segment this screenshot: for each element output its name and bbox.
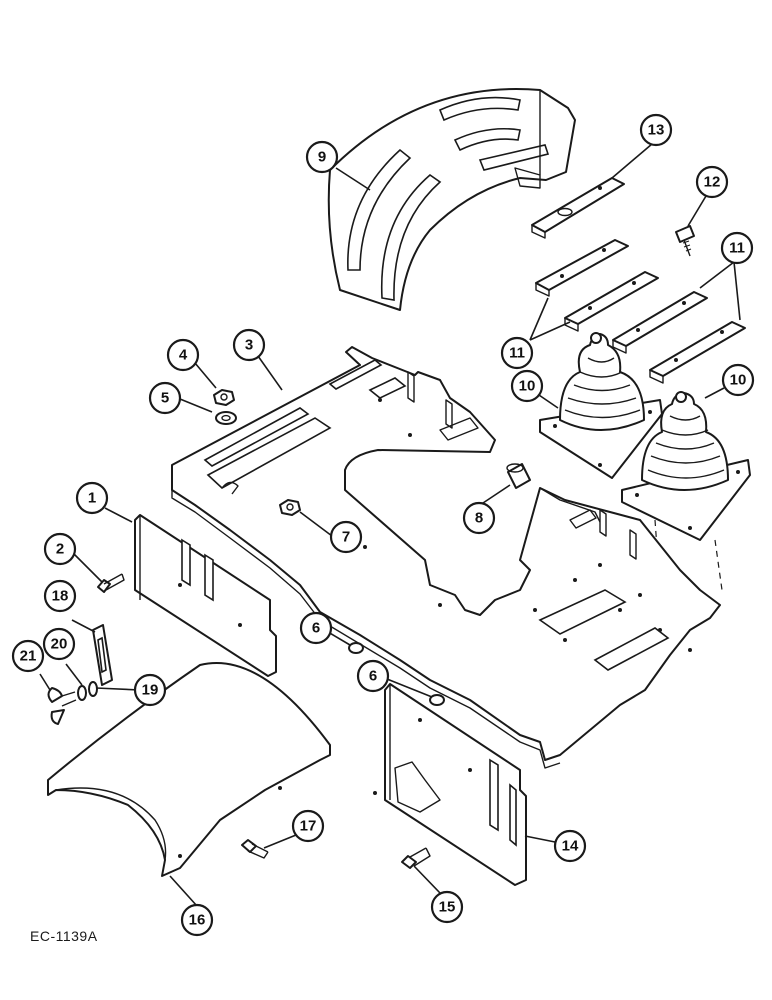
wing-screw-21-part [47, 687, 77, 725]
svg-text:10: 10 [730, 372, 747, 389]
svg-text:1: 1 [88, 490, 96, 507]
nut-4-part [213, 389, 235, 406]
plug-6a-part [348, 642, 364, 654]
svg-text:19: 19 [142, 682, 159, 699]
svg-text:18: 18 [52, 588, 69, 605]
svg-text:7: 7 [342, 529, 350, 546]
callout-17: 17 [291, 809, 325, 843]
gear-boot-left-part [539, 332, 663, 479]
bolt-17-part [241, 839, 269, 859]
plug-6b-part [429, 694, 445, 706]
bracket-18-part [92, 624, 113, 686]
svg-text:2: 2 [56, 541, 64, 558]
callout-9: 9 [305, 140, 339, 174]
svg-text:11: 11 [509, 345, 525, 362]
callout-11b: 11 [720, 231, 754, 265]
callout-18: 18 [43, 579, 77, 613]
svg-text:11: 11 [729, 240, 745, 257]
svg-text:10: 10 [519, 378, 536, 395]
svg-text:16: 16 [189, 912, 206, 929]
callout-2: 2 [43, 532, 77, 566]
callout-6a: 6 [299, 611, 333, 645]
callout-13: 13 [639, 113, 673, 147]
svg-text:20: 20 [51, 636, 68, 653]
svg-text:9: 9 [318, 149, 326, 166]
callout-10a: 10 [510, 369, 544, 403]
screw-12-part [675, 225, 695, 257]
bolt-2-part [97, 573, 125, 593]
svg-text:15: 15 [439, 899, 456, 916]
svg-text:17: 17 [300, 818, 317, 835]
right-side-panel-part [373, 683, 527, 886]
svg-text:12: 12 [704, 174, 721, 191]
callout-14: 14 [553, 829, 587, 863]
floor-plate-part [171, 346, 721, 769]
svg-text:8: 8 [475, 510, 483, 527]
callout-1: 1 [75, 481, 109, 515]
callout-8: 8 [462, 501, 496, 535]
washer-20-part [77, 685, 87, 701]
callout-6b: 6 [356, 659, 390, 693]
drawing-reference-code: EC-1139A [30, 928, 98, 944]
callout-7: 7 [329, 520, 363, 554]
callout-11a: 11 [500, 336, 534, 370]
plate-13-part [531, 177, 625, 239]
svg-text:21: 21 [20, 648, 37, 665]
callout-19: 19 [133, 673, 167, 707]
gear-boot-right-part [621, 391, 751, 591]
callout-5: 5 [148, 381, 182, 415]
svg-text:14: 14 [562, 838, 579, 855]
callout-21: 21 [11, 639, 45, 673]
callout-16: 16 [180, 903, 214, 937]
plate-11-group [535, 239, 746, 384]
console-cover-part [327, 88, 576, 311]
callout-12: 12 [695, 165, 729, 199]
svg-text:6: 6 [312, 620, 320, 637]
callout-15: 15 [430, 890, 464, 924]
callout-4: 4 [166, 338, 200, 372]
callout-3: 3 [232, 328, 266, 362]
bolt-15-part [401, 847, 431, 869]
callout-20: 20 [42, 627, 76, 661]
left-side-panel-part [134, 514, 277, 677]
svg-text:5: 5 [161, 390, 169, 407]
svg-text:4: 4 [179, 347, 188, 364]
washer-5-part [215, 411, 237, 425]
svg-text:3: 3 [245, 337, 253, 354]
svg-text:13: 13 [648, 122, 665, 139]
washer-19-part [88, 681, 98, 697]
callout-10b: 10 [721, 363, 755, 397]
svg-text:6: 6 [369, 668, 377, 685]
spacer-8-part [506, 463, 531, 489]
nut-7-part [279, 499, 301, 516]
